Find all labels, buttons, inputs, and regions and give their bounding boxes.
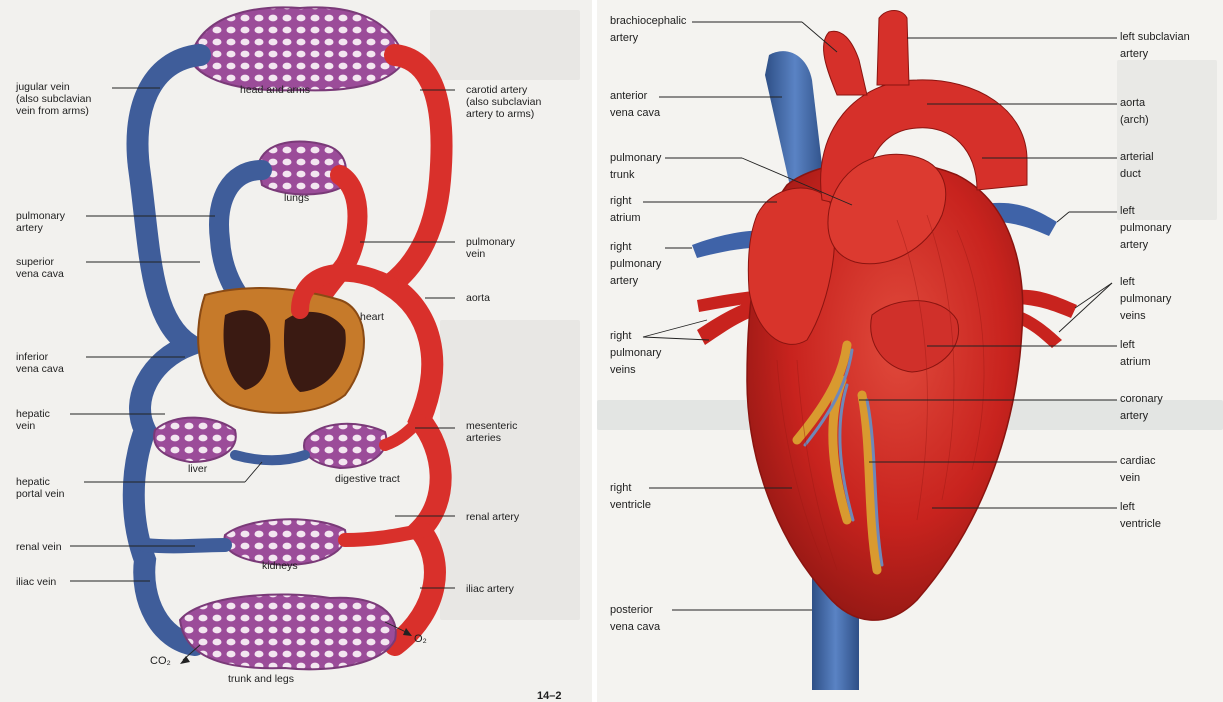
digestive-capillary-bed [304,424,386,468]
page-number: 14–2 [537,690,561,702]
label-renal-vein: renal vein [16,541,62,553]
head-capillary-bed [190,7,405,90]
jugular-vein-vessel [134,55,200,645]
label-left-atrium: left atrium [1120,337,1151,371]
label-aorta: aorta [466,292,490,304]
label-trunk-and-legs: trunk and legs [228,673,294,685]
label-head-and-arms: head and arms [240,84,310,96]
pulmonary-vein-vessel [318,175,358,305]
label-heart: heart [360,311,384,323]
label-posterior-vena-cava: posterior vena cava [610,602,660,636]
label-lungs: lungs [284,192,309,204]
label-hepatic-vein: hepatic vein [16,408,50,432]
left-subclavian-artery-vessel [877,11,909,86]
label-hepatic-portal-vein: hepatic portal vein [16,476,64,500]
label-jugular-vein: jugular vein (also subclavian vein from … [16,81,91,117]
label-superior-vena-cava: superior vena cava [16,256,64,280]
label-left-pulmonary-veins: left pulmonary veins [1120,274,1171,325]
label-right-pulmonary-artery: right pulmonary artery [610,239,661,290]
label-iliac-artery: iliac artery [466,583,514,595]
circulatory-system-diagram: jugular vein (also subclavian vein from … [0,0,592,702]
label-kidneys: kidneys [262,560,298,572]
label-carotid-artery: carotid artery (also subclavian artery t… [466,84,541,120]
trunk-legs-capillary-bed [180,594,396,669]
heart-anatomy-diagram: brachiocephalic artery anterior vena cav… [597,0,1223,702]
label-right-ventricle: right ventricle [610,480,651,514]
label-right-pulmonary-veins: right pulmonary veins [610,328,661,379]
kidneys-capillary-bed [224,519,345,565]
label-coronary-artery: coronary artery [1120,391,1163,425]
label-iliac-vein: iliac vein [16,576,56,588]
label-renal-artery: renal artery [466,511,519,523]
label-left-subclavian-artery: left subclavian artery [1120,29,1190,63]
label-digestive-tract: digestive tract [335,473,400,485]
label-right-atrium: right atrium [610,193,641,227]
label-brachiocephalic-artery: brachiocephalic artery [610,13,686,47]
label-left-ventricle: left ventricle [1120,499,1161,533]
liver-capillary-bed [154,418,236,462]
label-pulmonary-artery: pulmonary artery [16,210,65,234]
label-left-pulmonary-artery: left pulmonary artery [1120,203,1171,254]
hepatic-portal-vessel [235,455,305,460]
renal-artery-vessel [345,530,425,540]
pulmonary-artery-vessel [219,170,262,305]
label-inferior-vena-cava: inferior vena cava [16,351,64,375]
brachiocephalic-artery-vessel [824,31,867,95]
label-pulmonary-trunk: pulmonary trunk [610,150,661,184]
label-o2: O₂ [414,633,427,645]
label-anterior-vena-cava: anterior vena cava [610,88,660,122]
mesenteric-artery-vessel [385,420,420,445]
label-cardiac-vein: cardiac vein [1120,453,1155,487]
label-liver: liver [188,463,207,475]
label-pulmonary-vein: pulmonary vein [466,236,515,260]
label-mesenteric-arteries: mesenteric arteries [466,420,517,444]
label-arterial-duct: arterial duct [1120,149,1154,183]
carotid-artery-vessel [390,55,442,645]
label-aorta-arch: aorta (arch) [1120,95,1149,129]
label-co2: CO₂ [150,655,171,667]
